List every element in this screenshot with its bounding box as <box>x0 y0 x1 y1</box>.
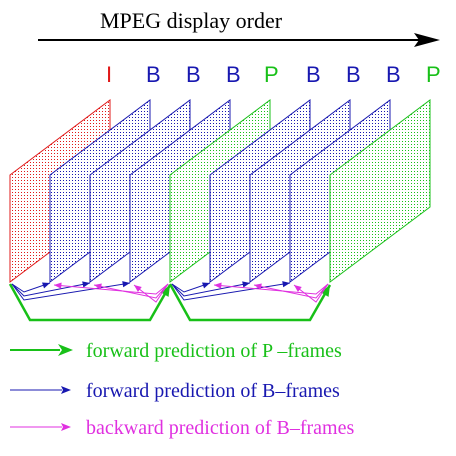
b-backward-arrow-1-1 <box>53 283 169 295</box>
frame-stack <box>9 99 431 283</box>
b-backward-arrow-1-2-head <box>94 283 102 290</box>
b-forward-arrow-2-3-head <box>282 281 290 288</box>
frame-label-2: B <box>146 62 161 87</box>
prediction-arrows <box>8 281 332 322</box>
legend-arrowhead-b-backward <box>61 423 71 431</box>
b-forward-arrow-1-3-head <box>122 281 130 288</box>
b-backward-arrow-2-2-head <box>254 283 262 290</box>
frame-labels: I B B B P B B B P <box>106 62 441 87</box>
p-forward-arrow-2-head <box>320 285 330 297</box>
b-forward-arrow-2-2-head <box>242 281 250 288</box>
b-forward-arrow-1-2 <box>11 282 91 297</box>
frame-label-6: B <box>306 62 321 87</box>
b-backward-arrow-1-3 <box>133 283 169 303</box>
legend-text-b-backward: backward prediction of B–frames <box>86 417 354 439</box>
b-forward-arrow-2-2 <box>171 282 251 297</box>
frame-label-5: P <box>264 62 279 87</box>
legend: forward prediction of P –frames forward … <box>10 340 354 439</box>
frame-9 <box>329 99 431 283</box>
frame-label-3: B <box>186 62 201 87</box>
frame-label-1: I <box>106 62 112 87</box>
b-backward-arrow-2-2 <box>253 283 329 299</box>
b-backward-arrow-1-2 <box>93 283 169 299</box>
legend-item-b-backward: backward prediction of B–frames <box>10 417 354 439</box>
frame-label-4: B <box>226 62 241 87</box>
b-forward-arrow-2-1-head <box>202 282 210 289</box>
b-backward-arrow-1-1-head <box>54 282 62 289</box>
p-forward-arrow-1-head <box>160 285 170 297</box>
b-forward-arrow-2-1 <box>171 282 211 293</box>
legend-arrowhead-p-forward <box>58 344 73 356</box>
legend-text-b-forward: forward prediction of B–frames <box>86 380 340 402</box>
legend-arrowhead-b-forward <box>61 386 71 394</box>
display-order-arrow <box>38 33 440 47</box>
b-backward-arrow-2-3-head <box>294 285 302 292</box>
b-forward-arrow-1-3 <box>11 282 131 301</box>
b-forward-arrow-1-1 <box>11 282 51 293</box>
b-backward-arrow-2-3 <box>293 283 329 303</box>
legend-text-p-forward: forward prediction of P –frames <box>86 340 342 362</box>
legend-item-b-forward: forward prediction of B–frames <box>10 380 340 402</box>
b-forward-arrow-1-2-head <box>82 281 90 288</box>
p-forward-arrow-2 <box>168 283 332 322</box>
frame-label-8: B <box>386 62 401 87</box>
b-backward-arrow-2-1 <box>213 283 329 295</box>
legend-item-p-forward: forward prediction of P –frames <box>10 340 342 362</box>
b-backward-arrow-2-1-head <box>214 282 222 289</box>
frame-label-9: P <box>426 62 441 87</box>
diagram-title: MPEG display order <box>100 8 283 33</box>
frame-label-7: B <box>346 62 361 87</box>
b-backward-arrow-1-3-head <box>134 285 142 292</box>
b-forward-arrow-1-1-head <box>42 282 50 289</box>
p-forward-arrow-1 <box>8 283 172 322</box>
b-forward-arrow-2-3 <box>171 282 291 301</box>
